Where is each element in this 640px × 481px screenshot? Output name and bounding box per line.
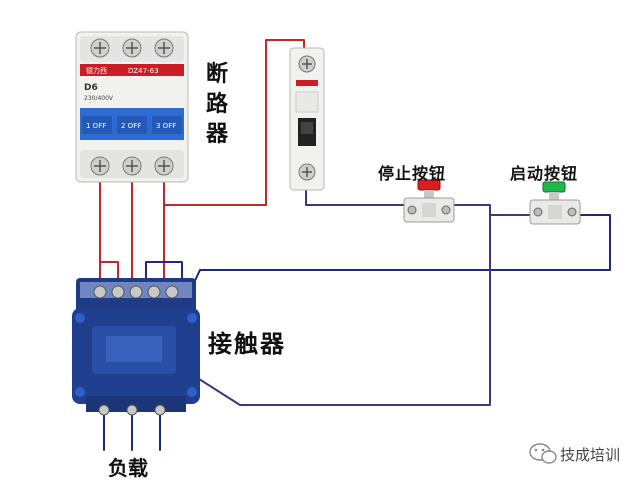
breaker-label: 断路器 (204, 60, 230, 150)
main-breaker: 德力西 DZ47-63 D6 230/400V 1 OFF 2 OFF 3 OF… (75, 31, 189, 183)
load-label: 负载 (108, 456, 148, 480)
contactor-label: 接触器 (208, 330, 286, 358)
stop-button (403, 179, 455, 223)
wire-start-to-coil (185, 214, 611, 301)
breaker-rating: D6 (84, 83, 98, 93)
contactor (72, 278, 200, 416)
screw-icon (165, 285, 179, 299)
screw-icon (533, 207, 543, 217)
wire-small-breaker-to-stop (305, 189, 411, 206)
screw-icon (111, 285, 125, 299)
breaker-label-text: 断路器 (205, 62, 228, 147)
screw-icon (93, 285, 107, 299)
control-breaker (289, 47, 325, 191)
screw-icon (129, 285, 143, 299)
wires (99, 39, 611, 451)
watermark-text: 技成培训 (560, 446, 621, 464)
wire-self-hold (187, 214, 491, 406)
start-button (529, 181, 581, 225)
screw-icon (567, 207, 577, 217)
screw-icon (154, 404, 166, 416)
stop-button-label: 停止按钮 (378, 164, 447, 183)
breaker-model: DZ47-63 (128, 67, 159, 75)
wechat-icon (529, 443, 557, 464)
screw-icon (98, 404, 110, 416)
pole-3-label: 3 OFF (156, 122, 176, 130)
screw-icon (126, 404, 138, 416)
screw-icon (441, 205, 451, 215)
screw-icon (147, 285, 161, 299)
screw-icon (407, 205, 417, 215)
breaker-voltage: 230/400V (84, 95, 114, 102)
start-button-label: 启动按钮 (510, 164, 579, 183)
pole-1-label: 1 OFF (86, 122, 106, 130)
pole-2-label: 2 OFF (121, 122, 141, 130)
breaker-brand: 德力西 (86, 66, 107, 75)
wire-stop-to-start (447, 204, 539, 216)
